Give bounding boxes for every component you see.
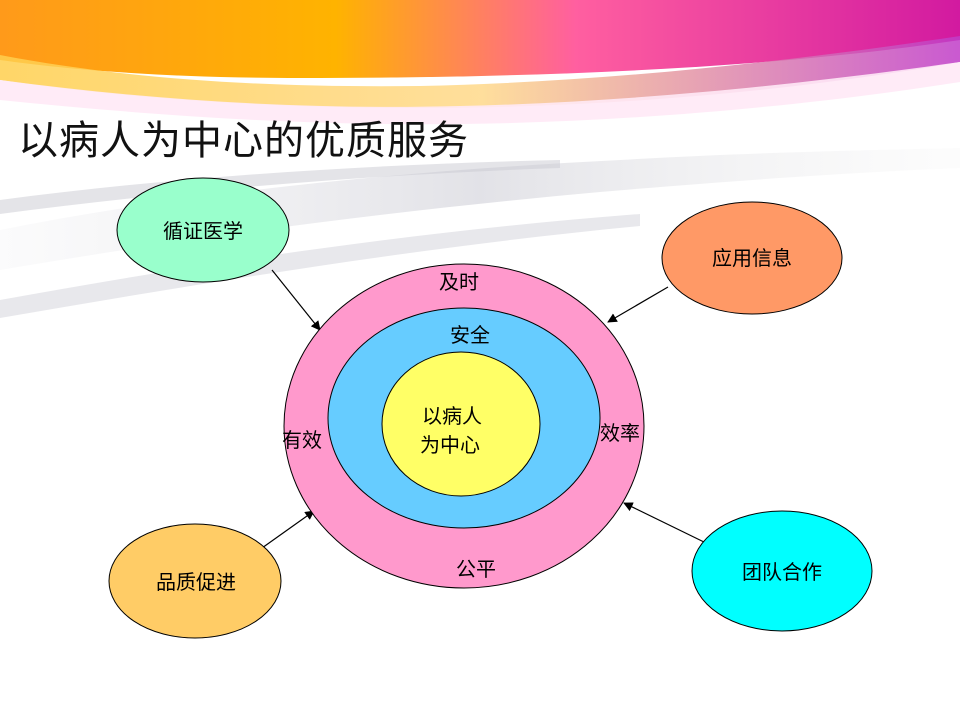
arrow-team <box>623 502 707 544</box>
ring-label-left: 有效 <box>282 428 322 452</box>
slide-title: 以病人为中心的优质服务 <box>18 118 469 164</box>
arrow-info <box>607 286 669 323</box>
center-label-line2: 为中心 <box>420 433 480 457</box>
ring-label-top: 及时 <box>439 270 479 294</box>
satellite-evidence-label: 循证医学 <box>163 219 243 243</box>
satellite-evidence: 循证医学 <box>116 177 290 283</box>
satellite-quality: 品质促进 <box>108 523 282 639</box>
satellite-info-label: 应用信息 <box>712 246 792 270</box>
concentric-diagram: 及时 有效 效率 公平 安全 以病人 为中心 <box>282 263 645 589</box>
center-circle <box>381 351 541 497</box>
satellites: 循证医学 应用信息 品质促进 团队合作 <box>108 177 873 639</box>
satellite-team-shape <box>691 510 873 632</box>
satellite-evidence-shape <box>116 177 290 283</box>
ring-label-bottom: 公平 <box>456 557 496 581</box>
center-label-line1: 以病人 <box>422 404 482 428</box>
satellite-quality-label: 品质促进 <box>156 570 236 594</box>
satellite-team-label: 团队合作 <box>742 560 822 584</box>
satellite-team: 团队合作 <box>691 510 873 632</box>
background-waves <box>0 148 960 318</box>
header-decoration <box>0 0 960 125</box>
middle-ring-label: 安全 <box>450 323 490 347</box>
arrow-evidence <box>271 269 321 331</box>
arrow-quality <box>261 510 315 549</box>
satellite-info-shape <box>661 201 843 315</box>
arrows <box>261 269 707 549</box>
satellite-info: 应用信息 <box>661 201 843 315</box>
ring-label-right: 效率 <box>600 421 640 445</box>
satellite-quality-shape <box>108 523 282 639</box>
